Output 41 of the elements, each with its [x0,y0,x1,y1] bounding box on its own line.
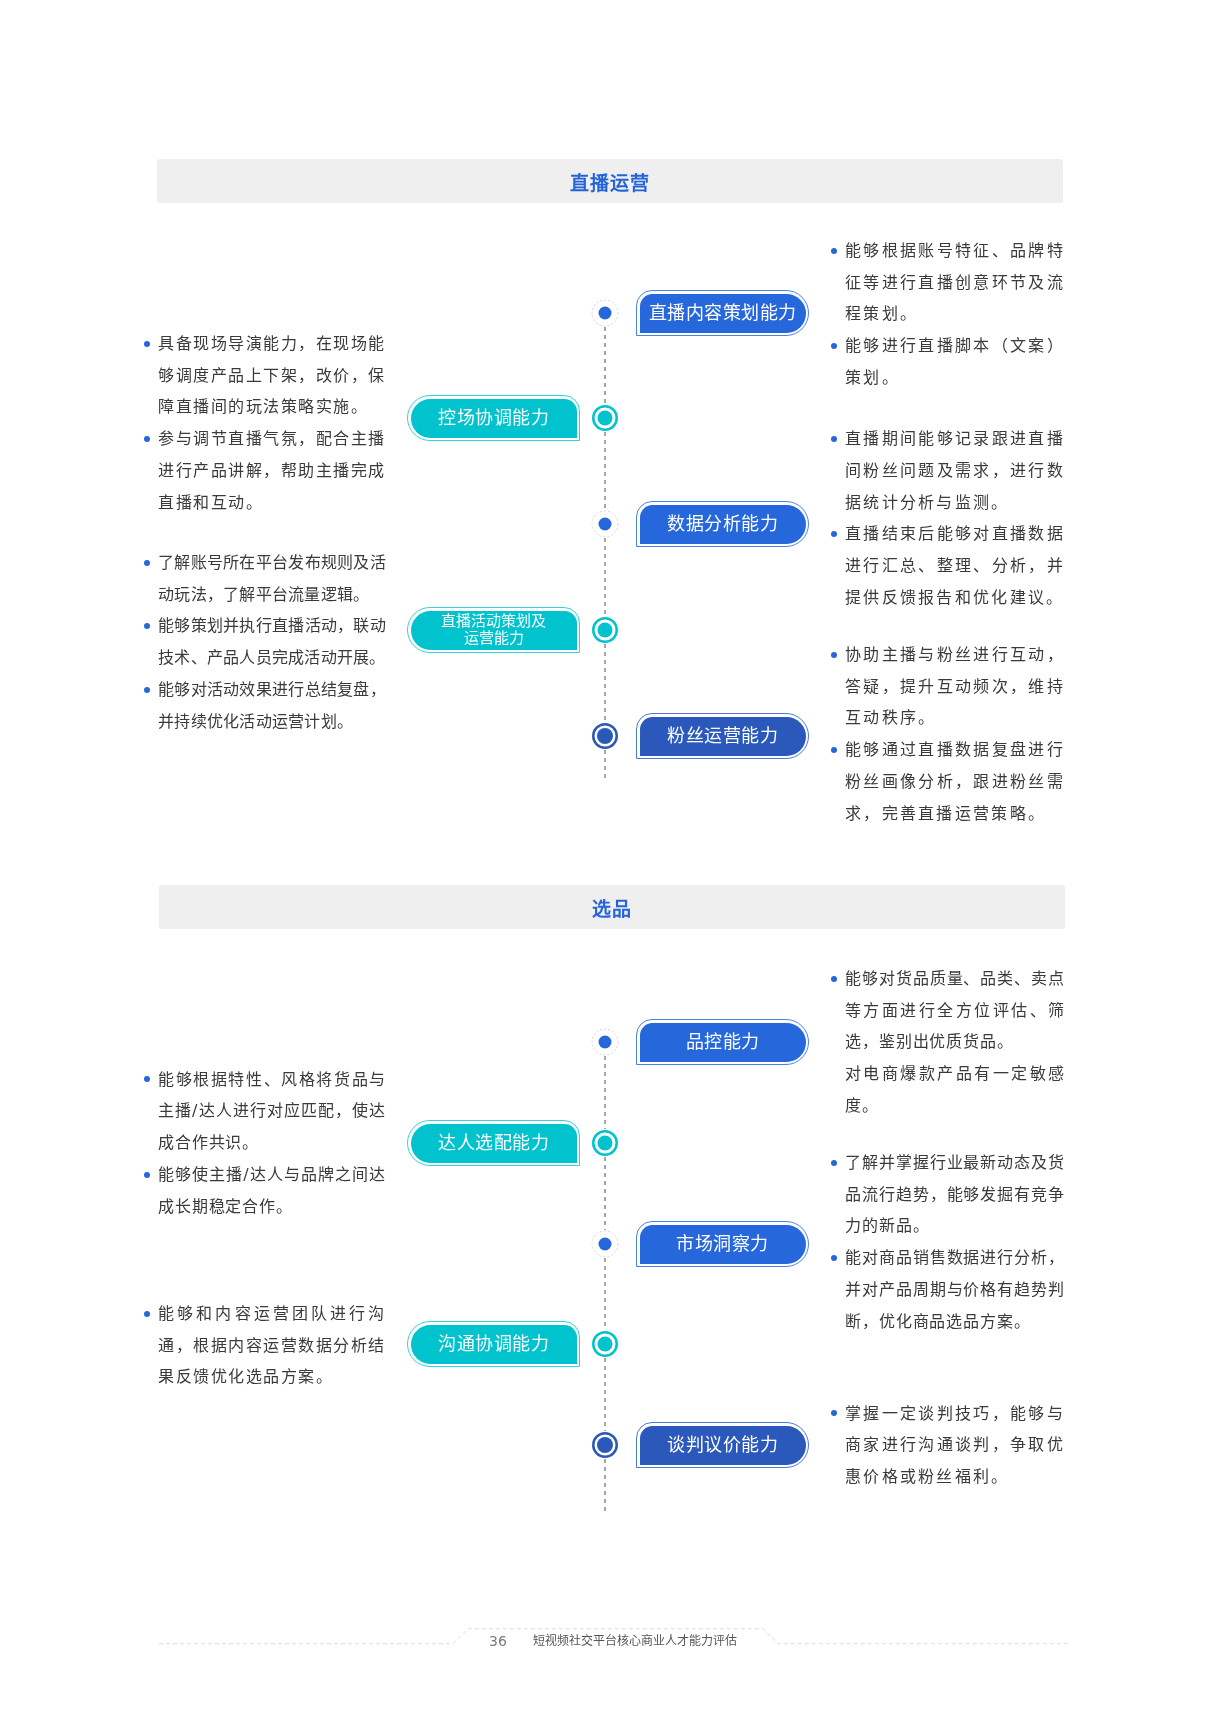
body-text: 能够对活动效果进行总结复盘，并持续优化活动运营计划。 [158,678,386,733]
body-text: 直播结束后能够对直播数据进行汇总、整理、分析，并提供反馈报告和优化建议。 [845,523,1065,609]
timeline-dot [591,722,619,750]
body-text: 了解并掌握行业最新动态及货品流行趋势，能够发掘有竞争力的新品。 [845,1151,1065,1238]
timeline-line [604,537,606,617]
page-number: 36 [488,1632,508,1651]
body-text: 协助主播与粉丝进行互动，答疑，提升互动频次，维持互动秩序。 [845,643,1065,730]
timeline-dot [591,1028,619,1056]
body-text: 能够进行直播脚本（文案）策划。 [845,335,1065,389]
body-text: 能对商品销售数据进行分析，并对产品周期与价格有趋势判断，优化商品选品方案。 [845,1247,1065,1333]
body-text: 能够策划并执行直播活动，联动技术、产品人员完成活动开展。 [158,615,386,670]
body-text: 具备现场导演能力，在现场能够调度产品上下架，改价，保障直播间的玩法策略实施。 [158,332,386,419]
timeline-line [604,1357,606,1432]
body-text: 能够根据账号特征、品牌特征等进行直播创意环节及流程策划。 [845,239,1065,326]
section-header: 直播运营 [157,159,1063,203]
body-text: 能够根据特性、风格将货品与主播/达人进行对应匹配，使达成合作共识。 [158,1068,386,1155]
body-text: 能够和内容运营团队进行沟通，根据内容运营数据分析结果反馈优化选品方案。 [158,1302,386,1389]
timeline-dot [591,1431,619,1459]
body-text: 对电商爆款产品有一定敏感度。 [845,1063,1065,1117]
section-header: 选品 [159,885,1065,929]
timeline-line [604,431,606,511]
timeline-line [604,1458,606,1512]
timeline-dot [591,299,619,327]
timeline-dot [591,510,619,538]
timeline-dot [591,1230,619,1258]
timeline-line [604,643,606,723]
timeline-dot [591,404,619,432]
timeline-dot [591,1129,619,1157]
body-text: 能够使主播/达人与品牌之间达成长期稳定合作。 [158,1163,386,1218]
timeline-dot [591,1330,619,1358]
timeline-line [604,1055,606,1130]
body-text: 能够通过直播数据复盘进行粉丝画像分析，跟进粉丝需求，完善直播运营策略。 [845,739,1065,825]
body-text: 直播期间能够记录跟进直播间粉丝问题及需求，进行数据统计分析与监测。 [845,428,1065,514]
timeline-line [604,326,606,405]
timeline-dot [591,616,619,644]
body-text: 掌握一定谈判技巧，能够与商家进行沟通谈判，争取优惠价格或粉丝福利。 [845,1402,1065,1488]
footer-title: 短视频社交平台核心商业人才能力评估 [533,1633,738,1650]
body-text: 了解账号所在平台发布规则及活动玩法，了解平台流量逻辑。 [158,551,386,606]
timeline-line [604,1156,606,1231]
body-text: 参与调节直播气氛，配合主播进行产品讲解，帮助主播完成直播和互动。 [158,428,386,514]
body-text: 能够对货品质量、品类、卖点等方面进行全方位评估、筛选，鉴别出优质货品。 [845,967,1065,1054]
